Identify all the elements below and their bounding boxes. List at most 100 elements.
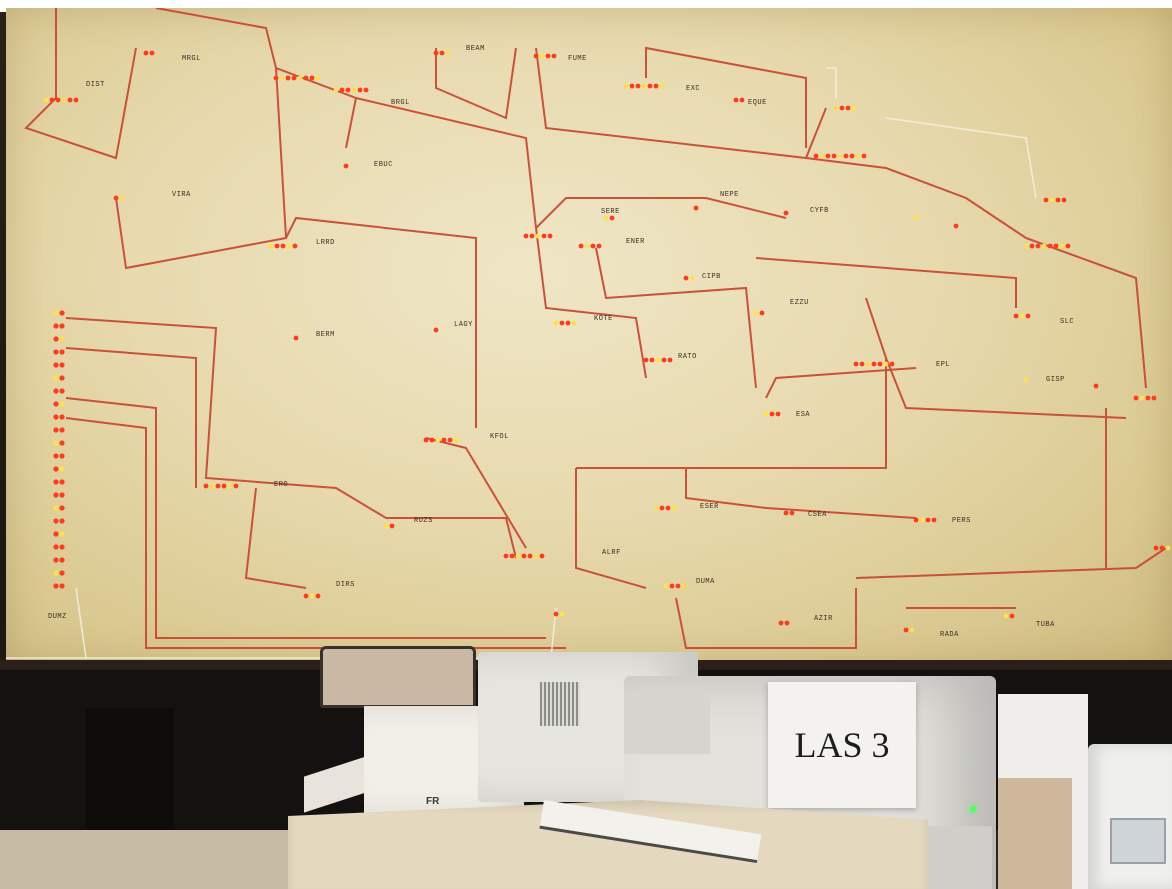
indicator-lamp — [733, 97, 739, 103]
indicator-lamp — [609, 215, 615, 221]
indicator-lamp — [739, 97, 745, 103]
indicator-lamp — [303, 75, 309, 81]
indicator-lamp — [683, 275, 689, 281]
station-label-gisp: GISP — [1046, 376, 1065, 384]
indicator-lamp — [292, 243, 298, 249]
sign-text: LAS 3 — [794, 725, 890, 765]
busbar-lamp — [53, 479, 59, 485]
busbar-lamp — [59, 518, 65, 524]
indicator-lamp — [268, 243, 274, 249]
indicator-lamp — [653, 505, 659, 511]
station-label-csea: CSEA — [808, 511, 827, 519]
indicator-lamp — [315, 75, 321, 81]
station-label-rada: RADA — [940, 631, 959, 639]
indicator-lamp — [233, 483, 239, 489]
indicator-lamp — [303, 593, 309, 599]
indicator-lamp — [1023, 243, 1029, 249]
indicator-lamp — [653, 83, 659, 89]
indicator-lamp — [675, 583, 681, 589]
indicator-lamp — [843, 153, 849, 159]
station-label-lagy: LAGY — [454, 321, 473, 329]
indicator-lamp — [759, 310, 765, 316]
indicator-lamp — [649, 357, 655, 363]
indicator-lamp — [763, 411, 769, 417]
busbar-lamp — [53, 466, 59, 472]
indicator-lamp — [853, 361, 859, 367]
cardboard-stack — [998, 694, 1088, 889]
indicator-lamp — [783, 510, 789, 516]
indicator-lamp — [553, 320, 559, 326]
indicator-lamp — [433, 327, 439, 333]
box-label: FR — [426, 796, 440, 807]
busbar-lamp — [59, 323, 65, 329]
station-label-dist: DIST — [86, 81, 105, 89]
indicator-lamp — [825, 153, 831, 159]
indicator-lamp — [515, 553, 521, 559]
indicator-lamp — [889, 361, 895, 367]
indicator-lamp — [309, 75, 315, 81]
busbar-lamp — [59, 427, 65, 433]
indicator-lamp — [389, 523, 395, 529]
indicator-lamp — [553, 611, 559, 617]
busbar-lamp — [53, 310, 59, 316]
indicator-lamp — [1043, 197, 1049, 203]
station-label-berm: BERM — [316, 331, 335, 339]
indicator-lamp — [1151, 395, 1157, 401]
busbar-lamp — [53, 544, 59, 550]
indicator-lamp — [831, 153, 837, 159]
indicator-lamp — [919, 517, 925, 523]
station-label-kfol: KFOL — [490, 433, 509, 441]
indicator-lamp — [545, 53, 551, 59]
busbar-lamp — [53, 336, 59, 342]
indicator-lamp — [1055, 197, 1061, 203]
busbar-lamp — [53, 362, 59, 368]
indicator-lamp — [669, 583, 675, 589]
station-label-ener: ENER — [626, 238, 645, 246]
indicator-lamp — [655, 357, 661, 363]
indicator-lamp — [871, 361, 877, 367]
station-label-rato: RATO — [678, 353, 697, 361]
indicator-lamp — [43, 97, 49, 103]
indicator-lamp — [339, 87, 345, 93]
busbar-lamp — [59, 505, 65, 511]
indicator-lamp — [877, 361, 883, 367]
indicator-lamp — [909, 627, 915, 633]
station-label-azir: AZIR — [814, 615, 833, 623]
indicator-lamp — [345, 87, 351, 93]
busbar-lamp — [59, 349, 65, 355]
busbar-lamp — [53, 440, 59, 446]
printer-sign: LAS 3 — [768, 682, 916, 808]
indicator-lamp — [667, 357, 673, 363]
busbar-lamp — [59, 414, 65, 420]
busbar-lamp — [53, 453, 59, 459]
indicator-lamp — [1153, 545, 1159, 551]
busbar-lamp — [53, 375, 59, 381]
cabinet-slot — [1110, 818, 1166, 864]
indicator-lamp — [67, 97, 73, 103]
indicator-lamp — [855, 153, 861, 159]
busbar-lamp — [53, 388, 59, 394]
station-label-cipb: CIPB — [702, 273, 721, 281]
indicator-lamp — [423, 437, 429, 443]
indicator-lamp — [903, 627, 909, 633]
station-label-alrf: ALRF — [602, 549, 621, 557]
indicator-lamp — [1133, 395, 1139, 401]
indicator-lamp — [559, 320, 565, 326]
busbar-lamp — [59, 531, 65, 537]
indicator-lamp — [533, 553, 539, 559]
busbar-lamp — [59, 557, 65, 563]
busbar-lamp — [59, 336, 65, 342]
indicator-lamp — [839, 105, 845, 111]
indicator-lamp — [1035, 243, 1041, 249]
indicator-lamp — [535, 233, 541, 239]
indicator-lamp — [925, 517, 931, 523]
indicator-lamp — [578, 243, 584, 249]
station-label-eque: EQUE — [748, 99, 767, 107]
indicator-lamp — [1013, 313, 1019, 319]
indicator-lamp — [571, 320, 577, 326]
indicator-lamp — [1145, 395, 1151, 401]
indicator-lamp — [279, 75, 285, 81]
busbar-lamp — [59, 570, 65, 576]
indicator-lamp — [285, 75, 291, 81]
